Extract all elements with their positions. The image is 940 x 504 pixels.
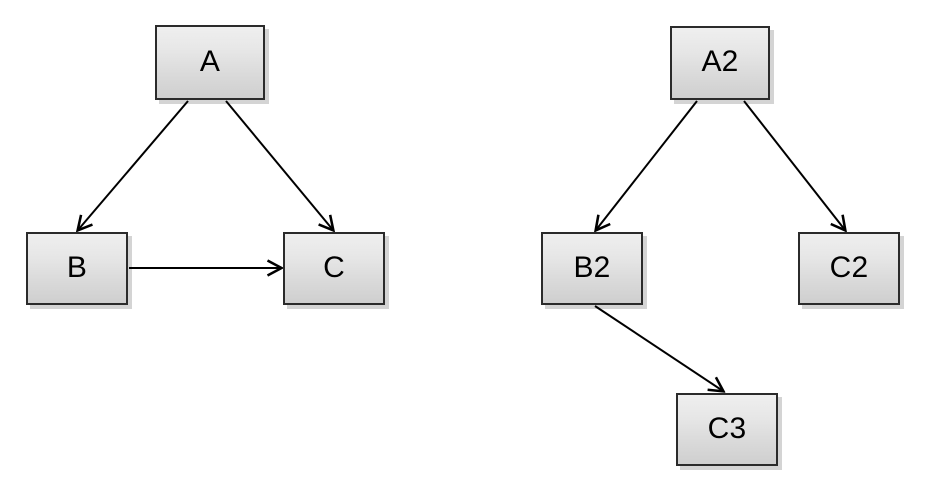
edge-a2-b2[interactable]	[596, 100, 698, 230]
edge-a-b[interactable]	[78, 100, 189, 230]
node-a2[interactable]: A2	[670, 26, 770, 100]
node-label: B2	[573, 250, 611, 284]
node-a[interactable]: A	[155, 25, 265, 100]
edges-group	[78, 100, 845, 391]
node-label: C2	[829, 250, 869, 284]
node-b[interactable]: B	[26, 232, 128, 305]
node-c3[interactable]: C3	[676, 393, 778, 466]
edge-a-c[interactable]	[225, 100, 333, 230]
node-c2[interactable]: C2	[798, 232, 900, 305]
node-label: C	[323, 250, 345, 284]
node-b2[interactable]: B2	[541, 232, 643, 305]
edge-b2-c3[interactable]	[594, 305, 723, 391]
node-label: B	[66, 250, 88, 284]
node-label: A2	[701, 45, 739, 78]
node-c[interactable]: C	[283, 232, 385, 305]
edge-a2-c2[interactable]	[743, 100, 845, 230]
node-label: C3	[707, 411, 747, 445]
node-label: A	[199, 44, 221, 78]
